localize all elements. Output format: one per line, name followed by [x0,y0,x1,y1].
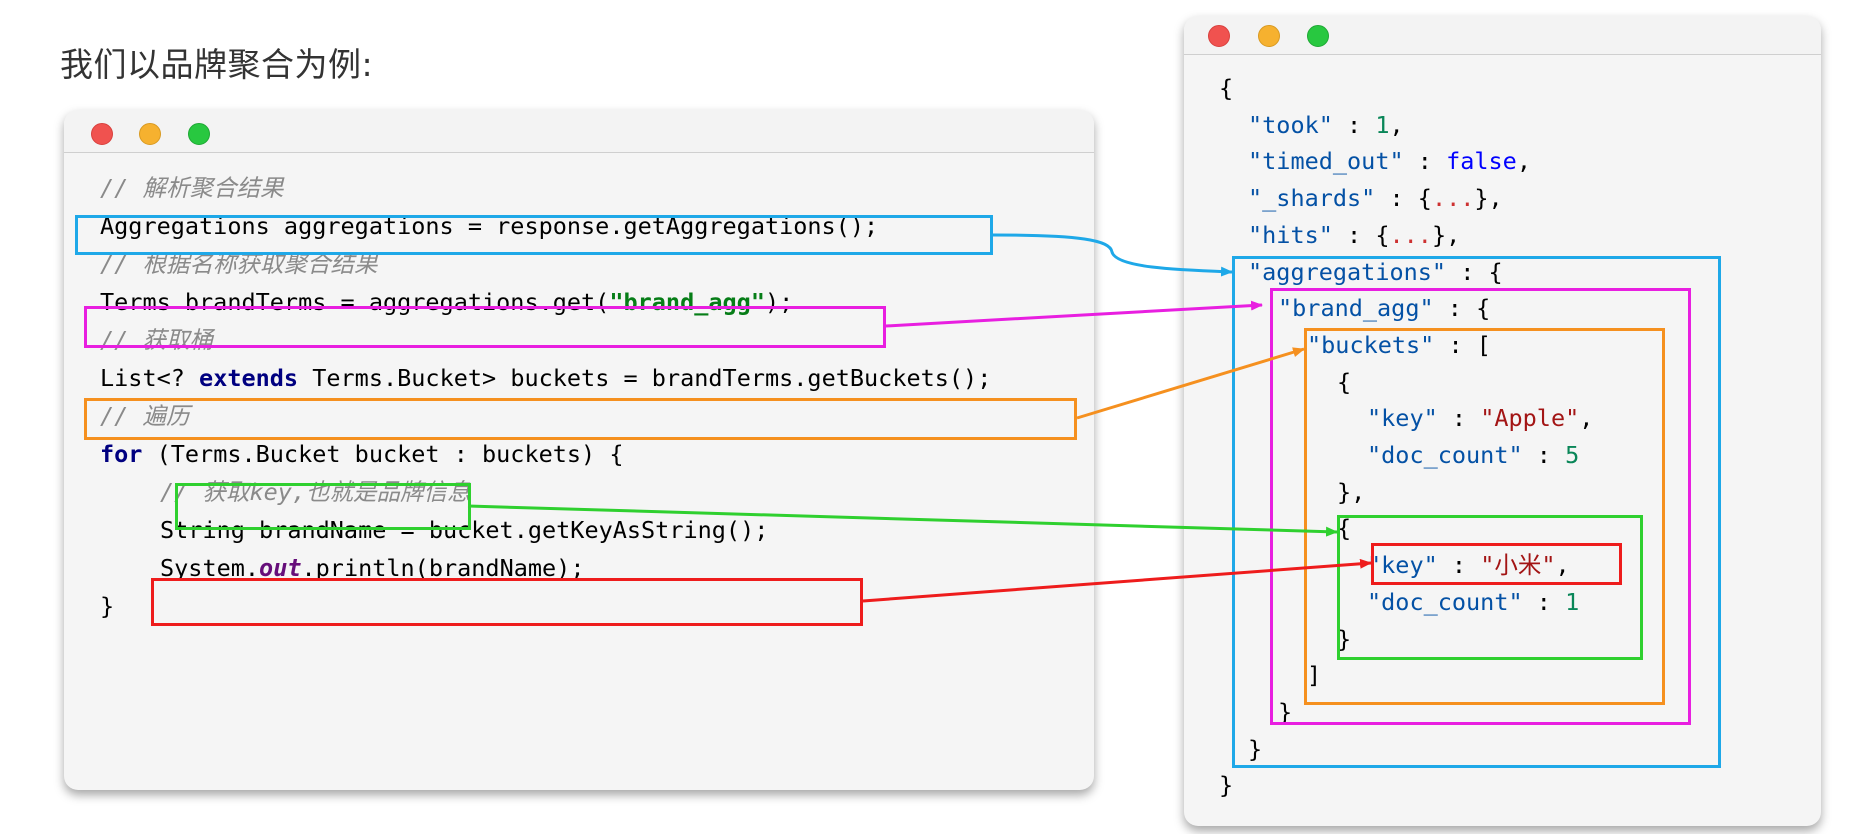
hits-key: "hits" [1248,220,1333,249]
code-line-close: } [100,592,115,620]
java-window-titlebar [64,110,1094,153]
bucket2-doc-count-value: 1 [1565,587,1580,616]
json-open: { [1219,74,1234,102]
highlight-list-line [84,398,1077,440]
bucket1-key-value: "Apple" [1480,404,1580,433]
json-bucket2-close: } [1337,624,1352,653]
bucket1-key-key: "key" [1367,404,1438,433]
highlight-string-line [151,578,863,626]
code-line-list: List<? extends Terms.Bucket> buckets = b… [100,359,991,397]
list-suffix: Terms.Bucket> buckets = brandTerms.getBu… [298,364,992,392]
bucket1-doc-count-value: 5 [1565,441,1580,470]
page-heading: 我们以品牌聚合为例: [60,45,374,84]
maximize-window-dot[interactable] [1307,25,1329,47]
highlight-bucket-variable [175,483,471,530]
terms-prefix: Terms brandTerms = aggregations.get( [100,288,610,316]
json-brand-agg: "brand_agg" : { [1278,294,1491,323]
json-aggregations: "aggregations" : { [1248,257,1503,286]
for-rest: (Terms.Bucket bucket : buckets) { [142,440,624,468]
json-bucket1-doc-count: "doc_count" : 5 [1367,441,1580,470]
brand-agg-key: "brand_agg" [1278,294,1434,323]
json-bucket2-doc-count: "doc_count" : 1 [1367,587,1580,616]
json-bucket1-open: { [1337,367,1352,396]
highlight-terms-line [84,306,886,348]
print-prefix: System. [160,554,260,582]
json-timed-out: "timed_out" : false, [1248,147,1531,176]
highlight-aggregations-line [75,215,993,255]
json-buckets: "buckets" : [ [1307,330,1491,359]
comment-get-key: // 获取key,也就是品牌信息 [160,478,471,506]
json-bucket1-key: "key" : "Apple", [1367,404,1594,433]
json-response-window [1184,16,1821,826]
minimize-window-dot[interactable] [1258,25,1280,47]
json-code-block: { "took" : 1, "timed_out" : false, "_shards… [1219,70,1593,804]
json-took: "took" : 1, [1248,110,1404,139]
bucket2-key-value: "小米" [1480,551,1556,580]
json-shards: "_shards" : {...}, [1248,184,1503,213]
took-key: "took" [1248,110,1333,139]
buckets-key: "buckets" [1307,330,1435,359]
comment-get-buckets: // 获取桶 [100,326,213,354]
list-prefix: List<? [100,364,200,392]
json-brand-agg-close: } [1278,697,1293,726]
highlight-key-field [1371,543,1622,585]
json-bucket2-open: { [1337,514,1352,543]
json-close: } [1219,771,1234,800]
highlight-bucket-object [1337,515,1643,660]
bucket2-key-key: "key" [1367,551,1438,580]
minimize-window-dot[interactable] [139,123,161,145]
shards-ellipsis[interactable]: ... [1431,184,1475,213]
java-code-window [64,110,1094,790]
terms-suffix: ); [764,288,794,316]
hits-ellipsis[interactable]: ... [1389,220,1432,249]
code-line-terms: Terms brandTerms = aggregations.get("bra… [100,283,991,321]
json-hits: "hits" : {...}, [1248,220,1461,249]
comment-iterate: // 遍历 [100,402,190,430]
json-aggregations-close: } [1248,734,1263,763]
json-bucket2-key: "key" : "小米", [1367,551,1570,580]
code-line-print: System.out.println(brandName); [100,549,991,587]
json-window-titlebar [1184,16,1821,55]
json-buckets-close: ] [1307,661,1322,690]
close-window-dot[interactable] [1208,25,1230,47]
aggregations-key: "aggregations" [1248,257,1447,286]
extends-keyword: extends [199,364,299,392]
shards-key: "_shards" [1248,184,1376,213]
terms-arg: "brand_agg" [609,288,765,316]
print-suffix: .println(brandName); [301,554,585,582]
took-value: 1 [1375,110,1390,139]
bucket1-doc-count-key: "doc_count" [1367,441,1523,470]
for-keyword: for [100,440,143,468]
timed-out-value: false [1446,147,1517,176]
comment-parse: // 解析聚合结果 [100,174,284,202]
out-field: out [259,554,302,582]
json-bucket1-close: }, [1337,477,1366,506]
close-window-dot[interactable] [91,123,113,145]
maximize-window-dot[interactable] [188,123,210,145]
bucket2-doc-count-key: "doc_count" [1367,587,1523,616]
timed-out-key: "timed_out" [1248,147,1404,176]
code-line-for: for (Terms.Bucket bucket : buckets) { [100,435,991,473]
